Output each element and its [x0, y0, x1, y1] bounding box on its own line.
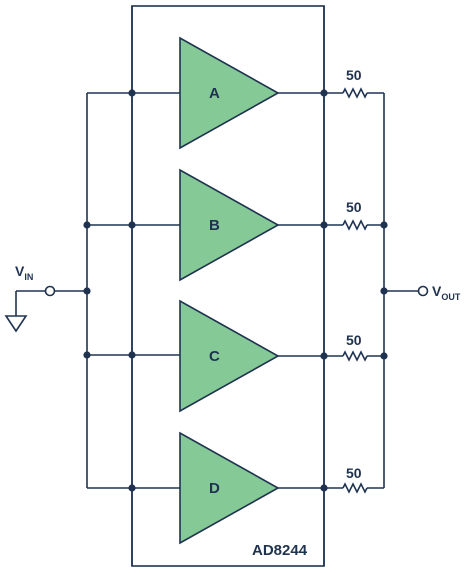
amplifier-label: B [209, 217, 220, 234]
output-label-main: V [432, 283, 442, 299]
junction-node [320, 89, 328, 97]
amplifier-label: A [209, 85, 220, 102]
input-label: VIN [15, 263, 33, 282]
input-wiring [54, 6, 180, 566]
junction-node [320, 221, 328, 229]
resistor-4: 50 [342, 465, 368, 494]
chip-label: AD8244 [252, 542, 308, 559]
junction-node [83, 351, 91, 359]
junction-node [128, 89, 136, 97]
junction-node [128, 351, 136, 359]
output-wiring [278, 6, 418, 566]
amplifier-d: D [179, 431, 280, 545]
amplifier-b: B [179, 168, 280, 282]
junction-node [320, 352, 328, 360]
resistor-1: 50 [342, 67, 368, 99]
input-terminal [44, 285, 56, 297]
junction-node [380, 221, 388, 229]
resistor-value: 50 [346, 199, 362, 215]
junction-node [83, 287, 91, 295]
input-label-sub: IN [24, 272, 33, 282]
amplifier-label: C [209, 348, 220, 365]
amplifier-a: A [179, 36, 280, 150]
output-label-sub: OUT [441, 292, 461, 302]
input-port: VIN [4, 263, 56, 333]
resistor-value: 50 [346, 67, 362, 83]
amplifier-c: C [179, 299, 280, 413]
amplifier-label: D [209, 480, 220, 497]
ground-symbol [4, 315, 28, 333]
resistor-value: 50 [346, 465, 362, 481]
resistor-value: 50 [346, 332, 362, 348]
junction-node [128, 221, 136, 229]
junction-nodes [83, 89, 388, 492]
junction-node [320, 484, 328, 492]
input-label-main: V [15, 263, 25, 279]
junction-node [128, 484, 136, 492]
output-port: VOUT [417, 283, 461, 302]
resistor-2: 50 [342, 199, 368, 231]
resistor-3: 50 [342, 332, 368, 362]
output-terminal [417, 285, 429, 297]
junction-node [83, 221, 91, 229]
output-label: VOUT [432, 283, 461, 302]
junction-node [380, 287, 388, 295]
junction-node [380, 352, 388, 360]
